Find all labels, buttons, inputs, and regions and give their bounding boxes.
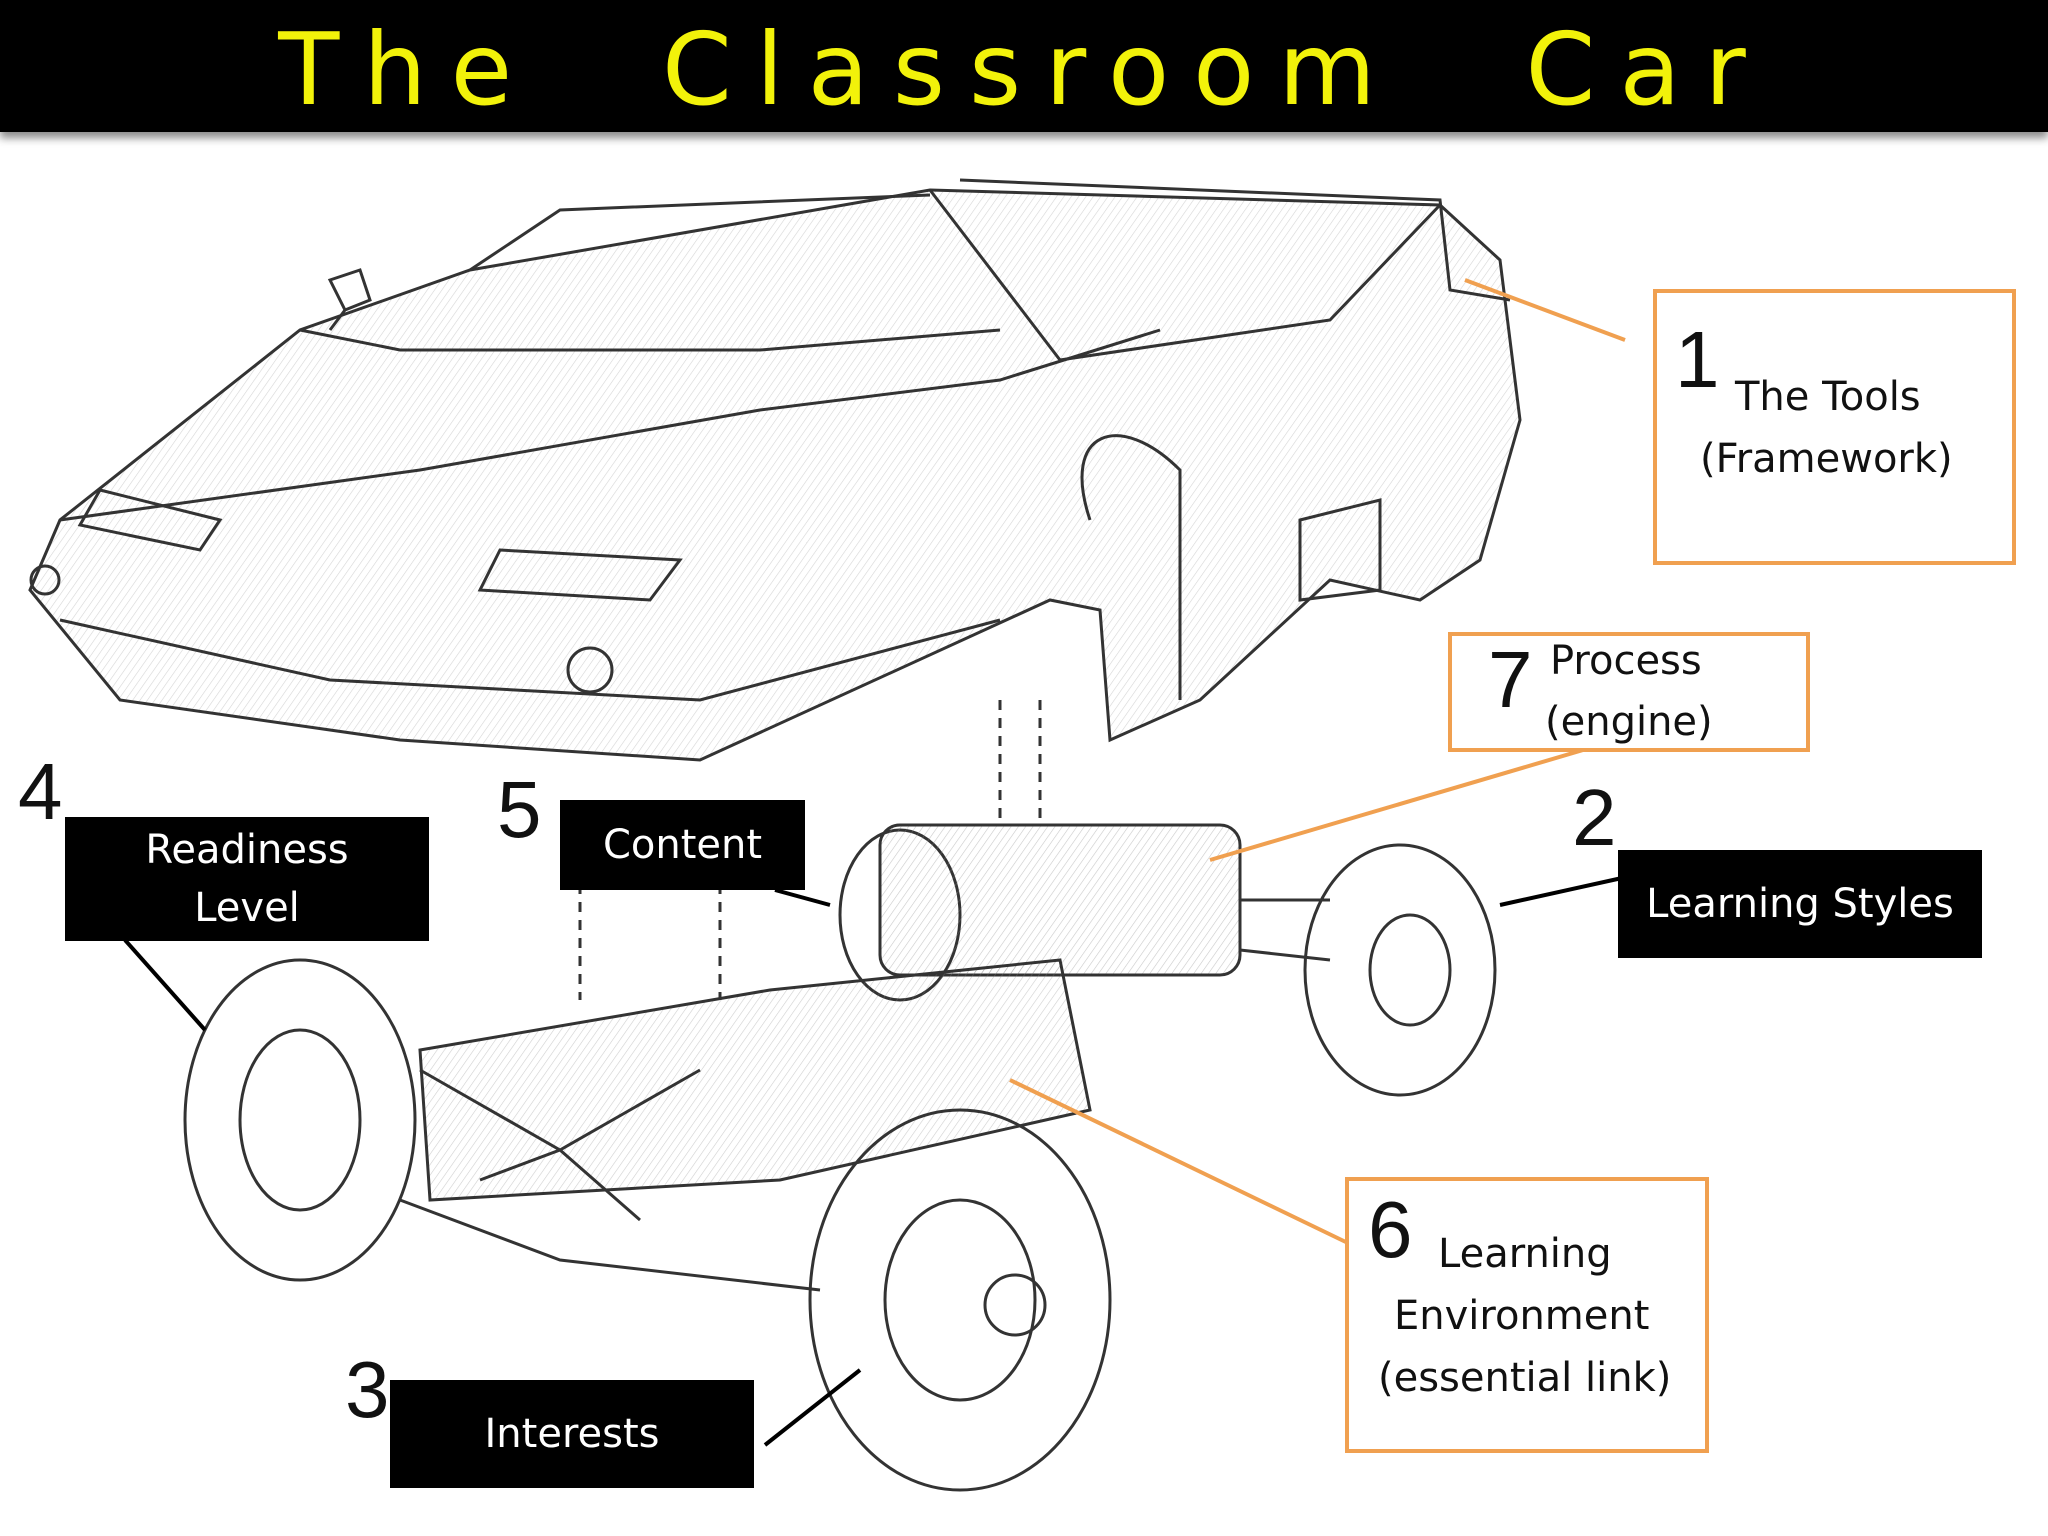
callout-readiness-line1: Readiness	[145, 827, 349, 873]
callout-number-7: 7	[1488, 635, 1533, 724]
callout-environment-line2: Environment	[1394, 1293, 1650, 1339]
callout-tools-line1: The Tools	[1735, 374, 1921, 420]
callout-readiness-line2: Level	[194, 885, 300, 931]
callout-number-5: 5	[497, 765, 542, 854]
car-chassis	[183, 700, 1497, 1492]
callout-environment-line3: (essential link)	[1378, 1355, 1672, 1401]
callout-interests-box: Interests	[390, 1380, 754, 1488]
callout-environment-line1: Learning	[1438, 1231, 1612, 1277]
callout-number-3: 3	[345, 1345, 390, 1434]
callout-learning-styles-box: Learning Styles	[1618, 850, 1982, 958]
leader-line-7	[1209, 743, 1601, 862]
callout-process-box	[1448, 632, 1810, 752]
callout-process-line2: (engine)	[1545, 699, 1713, 745]
callout-readiness-box: Readiness Level	[65, 817, 429, 941]
leader-line-3	[763, 1368, 862, 1447]
callout-tools-line2: (Framework)	[1700, 436, 1953, 482]
callout-environment-box	[1345, 1177, 1709, 1453]
leader-line-6	[1009, 1078, 1353, 1247]
callout-number-1: 1	[1675, 315, 1720, 404]
callout-process-line1: Process	[1550, 638, 1702, 684]
leader-line-5	[774, 888, 831, 907]
title-bar: The Classroom Car	[0, 0, 2048, 132]
leader-lines	[123, 278, 1626, 1447]
callout-tools-box	[1653, 289, 2016, 565]
leader-line-4	[123, 938, 207, 1032]
car-body	[28, 178, 1522, 762]
leader-line-1	[1464, 278, 1626, 342]
callout-number-2: 2	[1572, 773, 1617, 862]
page-title: The Classroom Car	[278, 11, 1770, 128]
leader-line-2	[1499, 876, 1623, 907]
callout-number-6: 6	[1368, 1185, 1413, 1274]
callout-content-box: Content	[560, 800, 805, 890]
callout-number-4: 4	[18, 747, 63, 836]
